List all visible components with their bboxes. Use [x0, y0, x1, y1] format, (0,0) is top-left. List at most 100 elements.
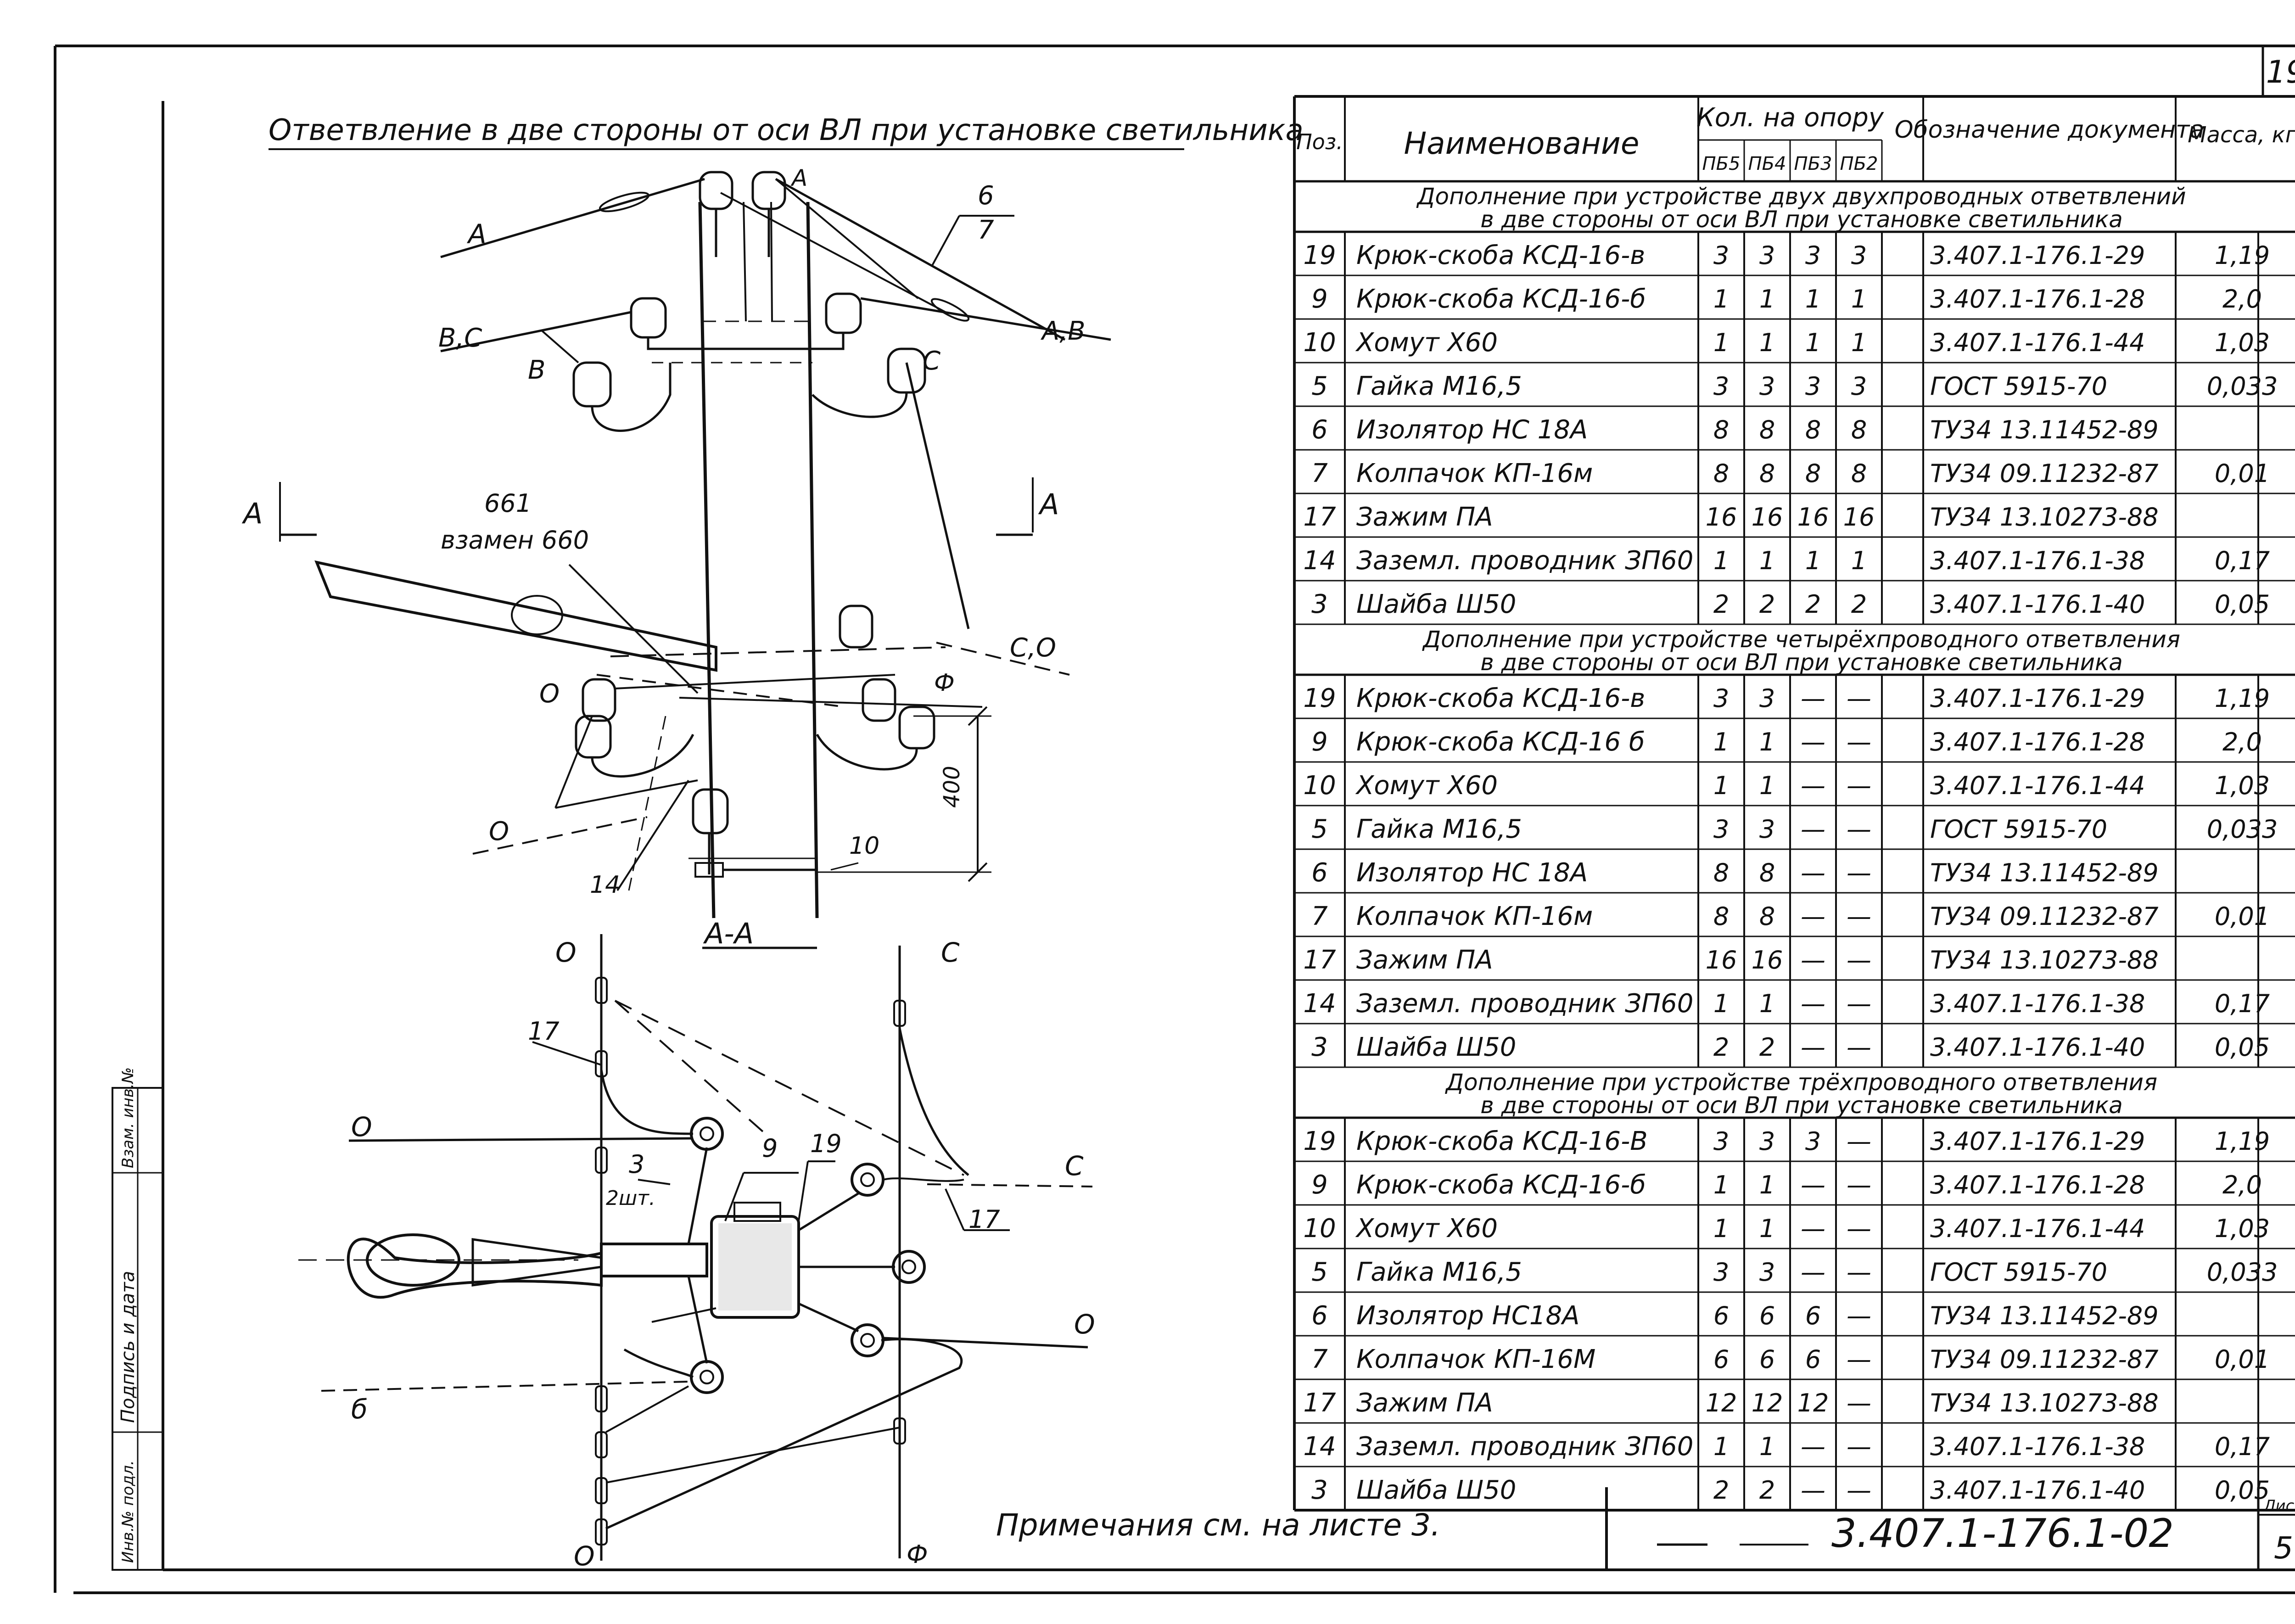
- label-pos10: 10: [849, 832, 879, 860]
- row-doc: ГОСТ 5915-70: [1930, 1258, 2107, 1287]
- row-mass: 1,19: [2215, 241, 2270, 270]
- row-name: Гайка М16,5: [1356, 1257, 1522, 1287]
- row-qty: —: [1801, 1170, 1825, 1199]
- row-name: Хомут Х60: [1355, 771, 1498, 801]
- row-qty: 3: [1713, 241, 1729, 270]
- row-qty: 1: [1805, 328, 1821, 357]
- row-doc: ТУ34 13.10273-88: [1930, 1389, 2159, 1417]
- row-name: Изолятор НС18А: [1356, 1301, 1579, 1331]
- row-qty: 1: [1759, 546, 1775, 575]
- row-qty: —: [1847, 1214, 1871, 1243]
- insulator-lower-5: [898, 706, 935, 750]
- row-qty: 8: [1759, 459, 1775, 488]
- row-qty: —: [1801, 902, 1825, 931]
- row-mass: 0,01: [2215, 1345, 2270, 1374]
- row-doc: ТУ34 13.11452-89: [1930, 1301, 2159, 1330]
- row-qty: 6: [1759, 1345, 1775, 1374]
- plan-label-O-right: О: [1074, 1309, 1095, 1340]
- row-mass: 0,05: [2215, 1033, 2270, 1062]
- insulator-top-left: [699, 171, 733, 257]
- row-qty: 1: [1851, 546, 1867, 575]
- row-qty: 2: [1713, 1476, 1729, 1505]
- label-dim400: 400: [939, 766, 965, 808]
- label-section-AA: А-А: [703, 917, 754, 950]
- row-qty: 3: [1713, 1127, 1729, 1156]
- row-doc: ТУ34 13.11452-89: [1930, 858, 2159, 887]
- row-qty: 1: [1759, 1214, 1775, 1243]
- row-pos: 19: [1303, 241, 1336, 270]
- row-qty: 1: [1759, 771, 1775, 800]
- row-qty: —: [1801, 1476, 1825, 1505]
- row-doc: 3.407.1-176.1-28: [1930, 1170, 2145, 1199]
- plan-label-O-top: О: [555, 937, 577, 968]
- plan-view-drawing: [298, 934, 1093, 1561]
- row-mass: 1,03: [2215, 771, 2270, 800]
- section-subtitle: в две стороны от оси ВЛ при установке св…: [1480, 1092, 2123, 1119]
- section-subtitle: в две стороны от оси ВЛ при установке св…: [1480, 649, 2123, 676]
- row-qty: 8: [1759, 858, 1775, 887]
- side-stamp: Инв.№ подл. Подпись и дата Взам. инв.№: [112, 1067, 164, 1571]
- row-qty: 8: [1851, 415, 1867, 444]
- row-pos: 7: [1311, 459, 1328, 488]
- row-doc: ТУ34 13.10273-88: [1930, 946, 2159, 974]
- row-qty: 12: [1706, 1389, 1737, 1417]
- row-pos: 17: [1303, 945, 1336, 975]
- header-pos: Поз.: [1296, 129, 1343, 154]
- row-qty: 2: [1759, 1033, 1775, 1062]
- row-qty: 6: [1805, 1301, 1821, 1330]
- label-O-lower: О: [489, 817, 509, 846]
- row-name: Зажим ПА: [1356, 945, 1493, 975]
- plan-label-O-left: О: [351, 1111, 372, 1142]
- row-doc: ТУ34 13.10273-88: [1930, 503, 2159, 532]
- insulator-lower-2: [582, 678, 616, 722]
- plan-label-b: б: [351, 1394, 368, 1425]
- row-mass: 0,01: [2215, 459, 2270, 488]
- row-qty: —: [1847, 1033, 1871, 1062]
- row-mass: 0,05: [2215, 1476, 2270, 1505]
- row-doc: 3.407.1-176.1-29: [1930, 1127, 2145, 1156]
- row-qty: 1: [1759, 285, 1775, 314]
- label-O-upper: О: [539, 679, 560, 709]
- row-qty: 16: [1843, 503, 1875, 532]
- label-CO: С,О: [1010, 633, 1056, 663]
- header-qty-col: ПБ2: [1840, 153, 1878, 174]
- row-qty: 1: [1851, 285, 1867, 314]
- row-qty: 3: [1759, 1258, 1775, 1287]
- insulator-low-left: [572, 361, 672, 432]
- row-qty: 1: [1713, 771, 1729, 800]
- row-pos: 6: [1311, 1301, 1328, 1331]
- row-qty: —: [1847, 1258, 1871, 1287]
- row-pos: 5: [1311, 371, 1328, 401]
- row-qty: 1: [1759, 1432, 1775, 1461]
- row-name: Колпачок КП-16м: [1356, 902, 1593, 931]
- insulator-low-right: [812, 347, 926, 418]
- row-qty: 8: [1713, 858, 1729, 887]
- plan-label-F-bottom: Ф: [907, 1540, 928, 1569]
- row-qty: 1: [1713, 728, 1729, 756]
- row-mass: 1,19: [2215, 1127, 2270, 1156]
- row-pos: 19: [1303, 683, 1336, 713]
- row-qty: 3: [1759, 815, 1775, 844]
- row-doc: 3.407.1-176.1-40: [1930, 1033, 2145, 1062]
- row-pos: 17: [1303, 502, 1336, 532]
- header-doc: Обозначение документа: [1895, 116, 2205, 144]
- row-doc: ГОСТ 5915-70: [1930, 815, 2107, 844]
- row-doc: ТУ34 13.11452-89: [1930, 415, 2159, 444]
- label-AB: А,В: [1041, 316, 1086, 346]
- row-qty: 12: [1752, 1389, 1783, 1417]
- row-pos: 3: [1311, 1475, 1328, 1505]
- row-qty: —: [1801, 1258, 1825, 1287]
- row-mass: 0,01: [2215, 902, 2270, 931]
- row-qty: —: [1847, 684, 1871, 713]
- row-doc: ТУ34 09.11232-87: [1930, 902, 2159, 931]
- row-pos: 9: [1311, 1170, 1328, 1200]
- row-qty: 1: [1759, 728, 1775, 756]
- label-vzamen: взамен 660: [441, 526, 589, 554]
- row-pos: 7: [1311, 902, 1328, 931]
- row-qty: —: [1801, 728, 1825, 756]
- section-title: Дополнение при устройстве двух двухпрово…: [1416, 183, 2186, 210]
- row-mass: 1,03: [2215, 328, 2270, 357]
- plan-label-O-bottom: О: [574, 1540, 595, 1572]
- row-qty: —: [1847, 1476, 1871, 1505]
